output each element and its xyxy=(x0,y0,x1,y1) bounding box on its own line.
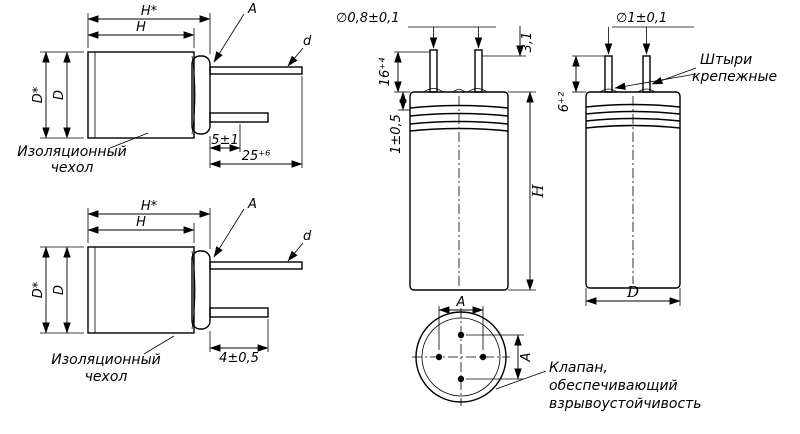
dimension-h-star: H* xyxy=(87,199,211,249)
note-mounting-pins: Штыри крепежные xyxy=(614,52,777,90)
dimension-dia1: ∅1±0,1 xyxy=(604,11,694,55)
pin-base-bump xyxy=(423,88,444,93)
dimension-d: D xyxy=(52,51,71,139)
dim-label-d-star: D* xyxy=(31,86,46,103)
dimension-d-star: D* xyxy=(31,51,84,139)
note-insulation-1: Изоляционный чехол xyxy=(17,132,149,176)
valve-label-line1: Клапан, xyxy=(549,360,608,376)
dim-label-dia-d: D xyxy=(626,283,639,301)
capacitor-end-cap xyxy=(191,250,211,330)
leader-d-small: d xyxy=(287,34,312,67)
dim-label-a: A xyxy=(247,2,257,17)
dimension-25: 25⁺⁶ xyxy=(209,76,303,168)
dim-label-h: H xyxy=(136,20,146,35)
dim-label-height-h: H xyxy=(529,184,547,199)
lead-bottom xyxy=(209,112,269,123)
dimension-dia08: ∅0,8±0,1 xyxy=(336,11,496,49)
dim-label-4: 4±0,5 xyxy=(219,351,259,366)
pin-right xyxy=(642,55,651,93)
dim-label-d: D xyxy=(52,285,67,295)
dim-label-d-star: D* xyxy=(31,281,46,298)
dimension-16: 16⁺⁴ xyxy=(378,51,430,93)
crimp-curve xyxy=(191,55,196,135)
dimension-h: H xyxy=(87,215,195,243)
vent-bump xyxy=(452,89,466,93)
axial-capacitor-drawing-1: H* H D* D A d xyxy=(17,2,312,176)
leader-a: A xyxy=(213,2,257,63)
pin-base-bump xyxy=(637,88,656,93)
pin-left xyxy=(429,49,438,93)
capacitor-end-cap xyxy=(191,55,211,135)
crimp-curve xyxy=(191,250,196,330)
note-valve: Клапан, обеспечивающий взрывоустойчивост… xyxy=(495,360,702,412)
dimension-a-horizontal: A xyxy=(438,295,484,350)
dim-label-6: 6⁺² xyxy=(557,92,572,112)
dim-label-1: 1±0,5 xyxy=(389,114,404,154)
dim-label-d: D xyxy=(52,90,67,100)
dimension-h: H xyxy=(87,20,195,48)
insulation-label-line2: чехол xyxy=(85,369,128,385)
dim-label-h-star: H* xyxy=(141,4,158,19)
lead-bottom xyxy=(209,307,269,318)
pin-right xyxy=(474,49,483,93)
snapin-capacitor-drawing-right: ∅1±0,1 Штыри крепежные 6⁺² D xyxy=(557,11,777,306)
dim-label-a: A xyxy=(519,353,534,363)
dim-label-h-star: H* xyxy=(141,199,158,214)
crimp-ring xyxy=(585,110,681,115)
dimension-a-vertical: A xyxy=(466,334,534,380)
insulation-label-line1: Изоляционный xyxy=(17,144,127,160)
valve-label-line2: обеспечивающий xyxy=(549,378,678,394)
insulation-label-line2: чехол xyxy=(51,160,94,176)
pin-base-bump xyxy=(599,88,618,93)
pins-label-line1: Штыри xyxy=(700,52,752,68)
pin-dot xyxy=(435,353,443,361)
dim-label-16: 16⁺⁴ xyxy=(378,57,393,86)
crimp-ring xyxy=(409,112,509,117)
dimension-d-star: D* xyxy=(31,246,84,334)
dimension-31: 3,1 xyxy=(482,26,535,57)
dimension-6: 6⁺² xyxy=(557,55,605,112)
capacitor-can xyxy=(585,91,681,289)
dim-label-5: 5±1 xyxy=(211,133,238,148)
pin-dot xyxy=(457,331,465,339)
capacitor-body xyxy=(87,51,195,139)
snapin-capacitor-drawing: ∅0,8±0,1 3,1 16⁺⁴ 1±0,5 xyxy=(336,11,702,412)
leader-a: A xyxy=(213,197,257,258)
dim-label-h: H xyxy=(136,215,146,230)
pins-label-line2: крепежные xyxy=(692,69,777,85)
bottom-view: A A xyxy=(412,295,534,406)
dimension-4: 4±0,5 xyxy=(209,319,269,366)
dim-label-31: 3,1 xyxy=(520,32,535,53)
insulation-label-line1: Изоляционный xyxy=(51,352,161,368)
pin-dot xyxy=(479,353,487,361)
note-insulation-2: Изоляционный чехол xyxy=(51,335,175,385)
leader-d-small: d xyxy=(287,229,312,262)
lead-top xyxy=(209,66,303,75)
pin-base-bump xyxy=(467,88,488,93)
capacitor-can xyxy=(409,91,509,291)
dimension-d: D xyxy=(52,246,71,334)
dim-label-dia1: ∅1±0,1 xyxy=(616,11,667,26)
dimension-h-star: H* xyxy=(87,4,211,54)
pin-dot xyxy=(457,375,465,383)
dimension-5: 5±1 xyxy=(209,124,241,152)
dim-label-d-small: d xyxy=(303,34,312,49)
dim-label-a: A xyxy=(456,295,466,310)
dim-label-25: 25⁺⁶ xyxy=(242,149,271,164)
dimension-1: 1±0,5 xyxy=(389,91,410,154)
dim-label-d-small: d xyxy=(303,229,312,244)
axial-capacitor-drawing-2: H* H D* D A d 4±0,5 xyxy=(31,197,312,385)
crimp-ring xyxy=(585,124,681,129)
dim-label-dia08: ∅0,8±0,1 xyxy=(336,11,400,26)
dim-label-a: A xyxy=(247,197,257,212)
valve-label-line3: взрывоустойчивость xyxy=(549,396,702,412)
pin-left xyxy=(604,55,613,93)
dimension-height-h: H xyxy=(508,91,547,291)
dimension-dia-d: D xyxy=(585,283,681,306)
capacitor-body xyxy=(87,246,195,334)
lead-top xyxy=(209,261,303,270)
